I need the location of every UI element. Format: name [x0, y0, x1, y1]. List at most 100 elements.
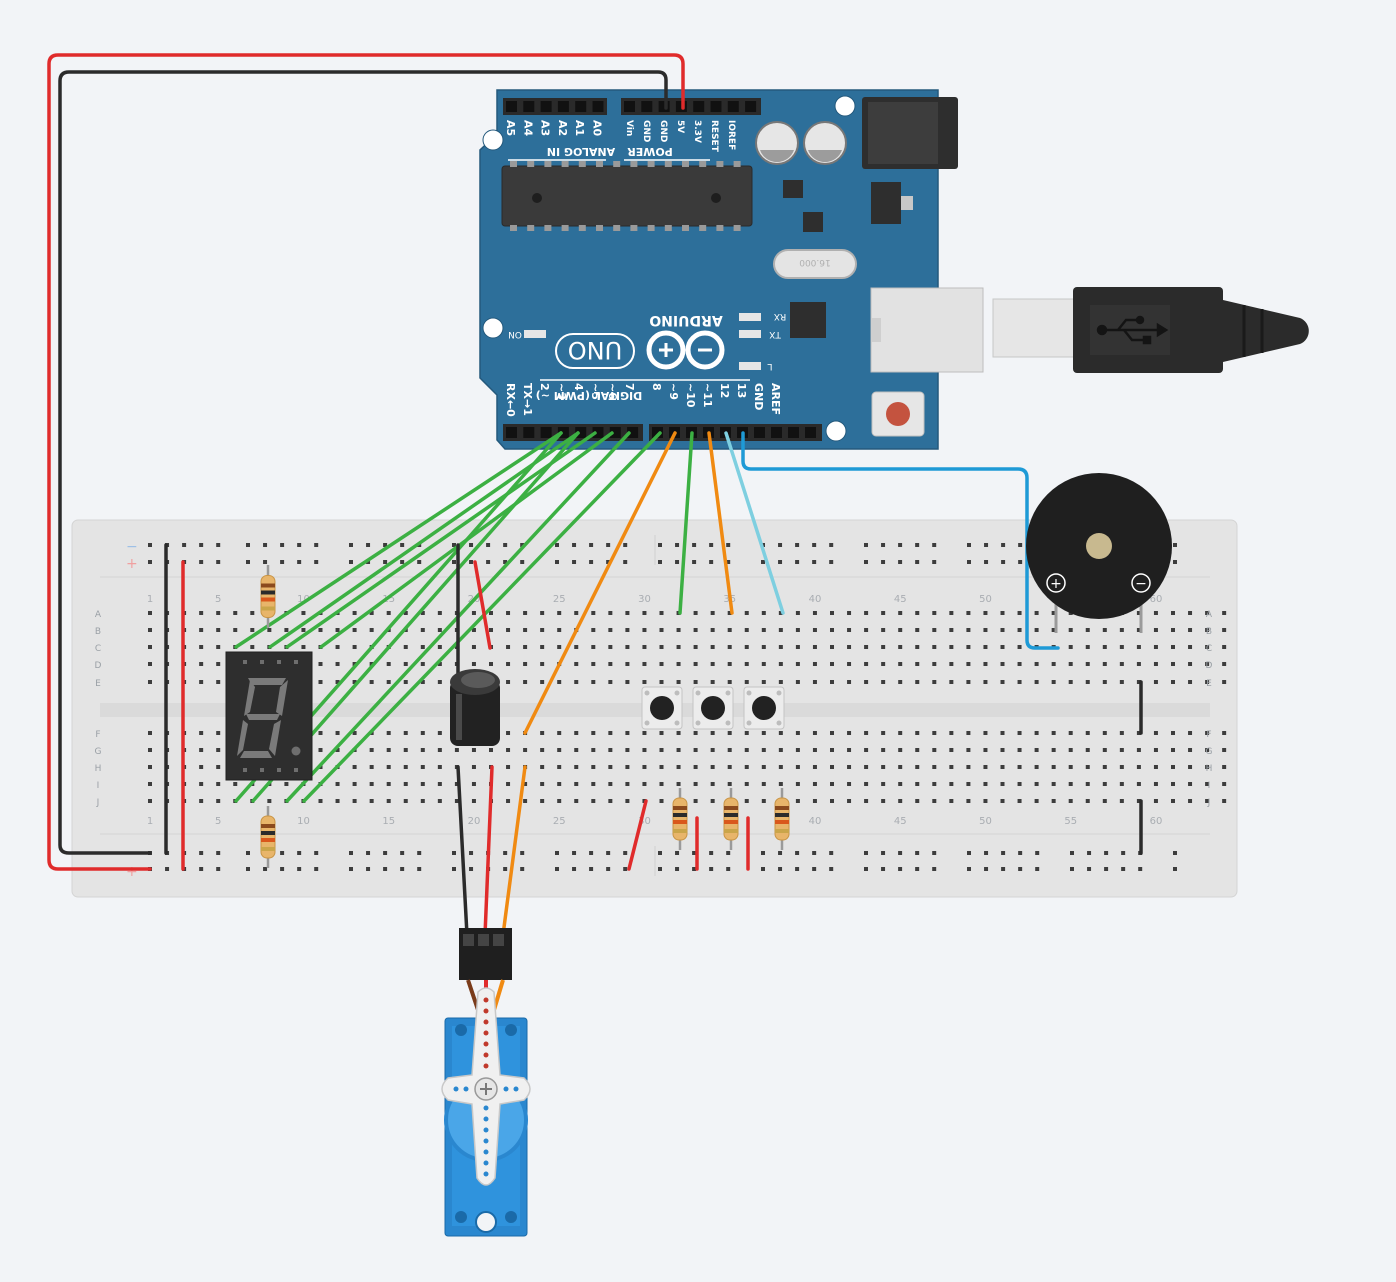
breadboard-hole[interactable]	[233, 611, 238, 615]
breadboard-hole[interactable]	[284, 628, 289, 632]
rail-hole[interactable]	[280, 867, 285, 871]
breadboard-hole[interactable]	[966, 628, 971, 632]
breadboard-hole[interactable]	[676, 731, 681, 735]
breadboard-hole[interactable]	[1119, 782, 1124, 786]
rail-hole[interactable]	[761, 851, 765, 855]
rail-hole[interactable]	[829, 851, 834, 855]
rail-hole[interactable]	[812, 851, 817, 855]
breadboard-hole[interactable]	[216, 628, 221, 632]
breadboard-hole[interactable]	[335, 731, 340, 735]
rail-hole[interactable]	[452, 867, 456, 871]
breadboard-hole[interactable]	[1222, 782, 1227, 786]
seven-segment-display[interactable]: 8	[0, 0, 313, 781]
resistor[interactable]	[260, 806, 276, 868]
rail-hole[interactable]	[314, 851, 319, 855]
breadboard-hole[interactable]	[608, 765, 613, 769]
breadboard-hole[interactable]	[830, 731, 834, 735]
breadboard-hole[interactable]	[710, 765, 715, 769]
breadboard-hole[interactable]	[1034, 799, 1039, 803]
breadboard-hole[interactable]	[710, 628, 715, 632]
breadboard-hole[interactable]	[1034, 748, 1039, 752]
breadboard-hole[interactable]	[625, 782, 630, 786]
rail-hole[interactable]	[726, 851, 731, 855]
breadboard-hole[interactable]	[881, 662, 886, 666]
breadboard-hole[interactable]	[1205, 765, 1210, 769]
breadboard-hole[interactable]	[1034, 731, 1039, 735]
breadboard-hole[interactable]	[778, 782, 783, 786]
breadboard-hole[interactable]	[1102, 782, 1107, 786]
rail-hole[interactable]	[314, 867, 319, 871]
resistor[interactable]	[672, 788, 688, 850]
rail-hole[interactable]	[1018, 560, 1023, 564]
breadboard-hole[interactable]	[352, 645, 357, 649]
rail-hole[interactable]	[417, 851, 422, 855]
rail-hole[interactable]	[486, 560, 491, 564]
breadboard-hole[interactable]	[216, 645, 221, 649]
rail-hole[interactable]	[469, 867, 474, 871]
breadboard-hole[interactable]	[608, 611, 613, 615]
rail-hole[interactable]	[623, 560, 628, 564]
breadboard-hole[interactable]	[591, 799, 596, 803]
breadboard-hole[interactable]	[1102, 765, 1107, 769]
breadboard-hole[interactable]	[795, 645, 800, 649]
breadboard-hole[interactable]	[250, 628, 255, 632]
breadboard-hole[interactable]	[795, 731, 800, 735]
breadboard-hole[interactable]	[1000, 662, 1005, 666]
digital-pin-socket[interactable]	[592, 427, 604, 438]
breadboard-hole[interactable]	[830, 765, 834, 769]
rail-hole[interactable]	[452, 543, 456, 547]
breadboard-hole[interactable]	[915, 748, 920, 752]
breadboard-hole[interactable]	[403, 731, 408, 735]
breadboard-hole[interactable]	[642, 731, 647, 735]
breadboard-hole[interactable]	[1188, 765, 1193, 769]
rail-hole[interactable]	[692, 867, 697, 871]
breadboard-hole[interactable]	[966, 662, 971, 666]
breadboard-hole[interactable]	[437, 645, 442, 649]
breadboard-hole[interactable]	[1085, 731, 1090, 735]
breadboard-hole[interactable]	[318, 628, 323, 632]
rail-hole[interactable]	[1173, 851, 1177, 855]
breadboard-hole[interactable]	[625, 765, 630, 769]
breadboard-hole[interactable]	[659, 799, 664, 803]
breadboard-hole[interactable]	[693, 765, 698, 769]
breadboard-hole[interactable]	[318, 799, 323, 803]
breadboard-hole[interactable]	[795, 628, 800, 632]
rail-hole[interactable]	[589, 560, 594, 564]
rail-hole[interactable]	[349, 560, 353, 564]
breadboard-hole[interactable]	[710, 645, 715, 649]
rail-hole[interactable]	[263, 560, 268, 564]
digital-pin-socket[interactable]	[652, 427, 663, 438]
resistors[interactable]	[260, 565, 790, 868]
breadboard-hole[interactable]	[489, 748, 493, 752]
breadboard-hole[interactable]	[983, 662, 988, 666]
breadboard-hole[interactable]	[761, 645, 766, 649]
rail-hole[interactable]	[726, 543, 731, 547]
breadboard-hole[interactable]	[625, 680, 630, 684]
breadboard-hole[interactable]	[830, 680, 834, 684]
rail-hole[interactable]	[555, 560, 559, 564]
rail-hole[interactable]	[1070, 867, 1074, 871]
rail-hole[interactable]	[898, 560, 903, 564]
breadboard-hole[interactable]	[881, 731, 886, 735]
breadboard-hole[interactable]	[506, 680, 511, 684]
breadboard-hole[interactable]	[642, 765, 647, 769]
breadboard-hole[interactable]	[983, 748, 988, 752]
breadboard-hole[interactable]	[642, 782, 647, 786]
breadboard-hole[interactable]	[1051, 628, 1056, 632]
breadboard-hole[interactable]	[335, 662, 340, 666]
breadboard-hole[interactable]	[1136, 628, 1141, 632]
breadboard-hole[interactable]	[540, 611, 545, 615]
wire-btn-plus-1[interactable]	[627, 799, 648, 871]
rail-hole[interactable]	[572, 851, 577, 855]
wire-button-3[interactable]	[724, 431, 785, 615]
analog-pin-socket[interactable]	[592, 101, 604, 112]
breadboard-hole[interactable]	[949, 748, 954, 752]
breadboard-hole[interactable]	[983, 782, 988, 786]
breadboard-hole[interactable]	[574, 680, 579, 684]
rail-hole[interactable]	[297, 867, 302, 871]
breadboard-hole[interactable]	[471, 799, 476, 803]
breadboard-hole[interactable]	[966, 782, 971, 786]
analog-pin-socket[interactable]	[540, 101, 552, 112]
rail-hole[interactable]	[812, 543, 817, 547]
breadboard-hole[interactable]	[1017, 748, 1022, 752]
